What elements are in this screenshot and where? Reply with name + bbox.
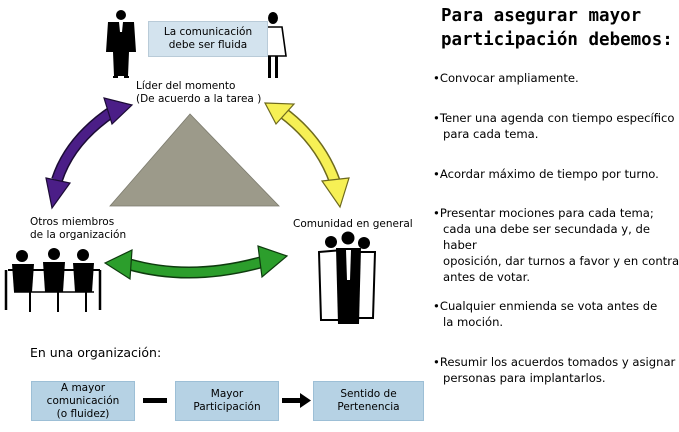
leader-label: Líder del momento (De acuerdo a la tarea… [136, 80, 286, 106]
flow-box1-line2: (o fluidez) [56, 407, 110, 420]
flow-box1-line1: A mayor comunicación [46, 381, 120, 407]
item6-line2: personas para implantarlos. [443, 371, 606, 385]
list-item: •Presentar mociones para cada tema; cada… [433, 206, 679, 284]
community-label: Comunidad en general [293, 218, 423, 231]
others-line1: Otros miembros [30, 216, 115, 228]
item4-line2: cada una debe ser secundada y, de haber [443, 222, 650, 252]
right-title-line1: Para asegurar mayor [441, 6, 642, 26]
flow-box-participation: Mayor Participación [175, 381, 279, 421]
item6-line1: Resumir los acuerdos tomados y asignar [439, 355, 676, 369]
list-item: •Cualquier enmienda se vota antes de la … [433, 299, 658, 329]
meeting-group-icon [4, 248, 104, 312]
flow-box2-text: Mayor Participación [193, 388, 261, 413]
others-line2: de la organización [30, 229, 127, 241]
item4-line4: antes de votar. [443, 270, 531, 284]
purple-arrow [45, 97, 134, 210]
item4-line3: oposición, dar turnos a favor y en contr… [443, 254, 679, 268]
right-title-line2: participación debemos: [441, 30, 673, 50]
crowd-icon [317, 231, 377, 324]
others-label: Otros miembros de la organización [30, 216, 140, 242]
participation-diagram [4, 10, 377, 408]
community-line1: Comunidad en general [293, 218, 413, 230]
list-item: •Convocar ampliamente. [433, 71, 579, 85]
callout-line2: debe ser fluida [168, 39, 248, 51]
item3-line1: Acordar máximo de tiempo por turno. [439, 167, 659, 181]
flow-box-communication: A mayor comunicación (o fluidez) [31, 381, 135, 421]
item1-line1: Convocar ampliamente. [439, 71, 579, 85]
right-title: Para asegurar mayor participación debemo… [441, 4, 677, 52]
dash-connector [143, 398, 167, 403]
man-icon [106, 10, 136, 78]
callout-box: La comunicación debe ser fluida [148, 21, 268, 57]
arrow-connector [282, 393, 311, 408]
green-arrow [103, 245, 289, 281]
leader-line1: Líder del momento [136, 80, 236, 92]
item5-line1: Cualquier enmienda se vota antes de [439, 299, 658, 313]
item2-line2: para cada tema. [443, 127, 539, 141]
list-item: •Acordar máximo de tiempo por turno. [433, 167, 659, 181]
central-triangle [109, 113, 280, 207]
flow-box-belonging: Sentido de Pertenencia [313, 381, 424, 421]
leader-line2: (De acuerdo a la tarea ) [136, 93, 262, 105]
callout-line1: La comunicación [163, 26, 253, 38]
org-label: En una organización: [30, 345, 162, 360]
item5-line2: la moción. [443, 315, 504, 329]
yellow-arrow [263, 102, 350, 209]
list-item: •Tener una agenda con tiempo específico … [433, 111, 675, 141]
flow-box3-text: Sentido de Pertenencia [337, 388, 400, 413]
list-item: •Resumir los acuerdos tomados y asignar … [433, 355, 676, 385]
item4-line1: Presentar mociones para cada tema; [439, 206, 654, 220]
item2-line1: Tener una agenda con tiempo específico [439, 111, 675, 125]
